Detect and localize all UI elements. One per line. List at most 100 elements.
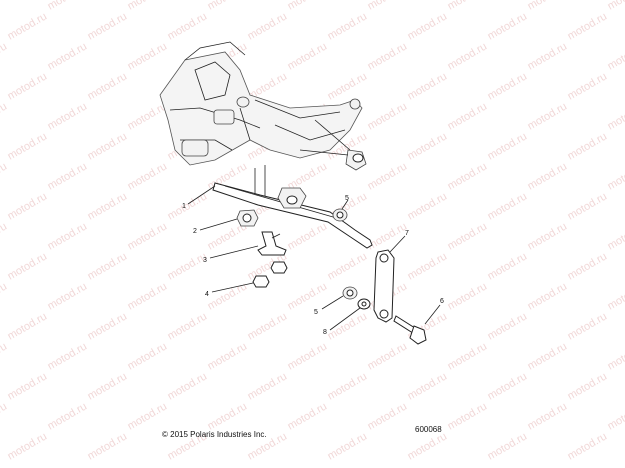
watermark-text: motod.ru <box>286 340 330 372</box>
watermark-text: motod.ru <box>246 370 290 402</box>
watermark-text: motod.ru <box>86 10 130 42</box>
watermark-text: motod.ru <box>86 310 130 342</box>
watermark-text: motod.ru <box>406 10 450 42</box>
watermark-text: motod.ru <box>606 100 625 132</box>
diagram-number: 600068 <box>415 425 442 434</box>
watermark-text: motod.ru <box>166 190 210 222</box>
watermark-text: motod.ru <box>486 430 530 462</box>
watermark-text: motod.ru <box>46 0 90 13</box>
watermark-text: motod.ru <box>326 370 370 402</box>
watermark-text: motod.ru <box>566 430 610 462</box>
watermark-text: motod.ru <box>406 70 450 102</box>
watermark-text: motod.ru <box>246 10 290 42</box>
watermark-text: motod.ru <box>566 10 610 42</box>
watermark-text: motod.ru <box>406 370 450 402</box>
watermark-text: motod.ru <box>526 40 570 72</box>
bushing-upper <box>277 187 307 209</box>
watermark-text: motod.ru <box>6 310 50 342</box>
watermark-text: motod.ru <box>606 220 625 252</box>
watermark-text: motod.ru <box>326 310 370 342</box>
watermark-text: motod.ru <box>6 130 50 162</box>
watermark-text: motod.ru <box>566 190 610 222</box>
callout-6: 6 <box>440 298 444 305</box>
watermark-text: motod.ru <box>246 310 290 342</box>
watermark-text: motod.ru <box>406 430 450 462</box>
watermark-text: motod.ru <box>446 100 490 132</box>
watermark-text: motod.ru <box>126 280 170 312</box>
watermark-text: motod.ru <box>206 0 250 13</box>
watermark-text: motod.ru <box>126 400 170 432</box>
watermark-text: motod.ru <box>486 190 530 222</box>
watermark-text: motod.ru <box>0 280 9 312</box>
watermark-text: motod.ru <box>286 220 330 252</box>
watermark-text: motod.ru <box>486 130 530 162</box>
watermark-text: motod.ru <box>446 220 490 252</box>
watermark-text: motod.ru <box>526 340 570 372</box>
watermark-text: motod.ru <box>366 40 410 72</box>
watermark-text: motod.ru <box>46 220 90 252</box>
watermark-text: motod.ru <box>126 100 170 132</box>
watermark-text: motod.ru <box>326 70 370 102</box>
watermark-text: motod.ru <box>286 280 330 312</box>
watermark-text: motod.ru <box>0 100 9 132</box>
watermark-text: motod.ru <box>6 430 50 462</box>
watermark-text: motod.ru <box>366 0 410 13</box>
watermark-text: motod.ru <box>166 370 210 402</box>
copyright-text: © 2015 Polaris Industries Inc. <box>162 430 267 439</box>
watermark-text: motod.ru <box>526 280 570 312</box>
watermark-text: motod.ru <box>126 160 170 192</box>
callout-4: 4 <box>205 291 209 298</box>
watermark-text: motod.ru <box>526 100 570 132</box>
watermark-text: motod.ru <box>0 160 9 192</box>
callout-1: 1 <box>182 203 186 210</box>
watermark-text: motod.ru <box>6 70 50 102</box>
watermark-text: motod.ru <box>446 40 490 72</box>
watermark-text: motod.ru <box>566 70 610 102</box>
watermark-text: motod.ru <box>166 310 210 342</box>
watermark-text: motod.ru <box>526 160 570 192</box>
watermark-text: motod.ru <box>446 400 490 432</box>
watermark-text: motod.ru <box>366 100 410 132</box>
watermark-text: motod.ru <box>86 430 130 462</box>
watermark-text: motod.ru <box>326 250 370 282</box>
link-bushing-upper <box>332 208 348 222</box>
leader-lines <box>187 185 441 331</box>
washer <box>357 298 371 310</box>
watermark-text: motod.ru <box>46 160 90 192</box>
watermark-text: motod.ru <box>0 0 9 13</box>
watermark-text: motod.ru <box>0 220 9 252</box>
watermark-text: motod.ru <box>606 280 625 312</box>
watermark-text: motod.ru <box>406 190 450 222</box>
watermark-text: motod.ru <box>606 40 625 72</box>
watermark-text: motod.ru <box>526 220 570 252</box>
stabilizer-link <box>373 249 395 323</box>
watermark-text: motod.ru <box>86 130 130 162</box>
watermark-text: motod.ru <box>0 40 9 72</box>
bushing <box>236 209 259 227</box>
watermark-text: motod.ru <box>126 40 170 72</box>
watermark-text: motod.ru <box>366 160 410 192</box>
vehicle-frame <box>159 41 367 171</box>
watermark-text: motod.ru <box>566 250 610 282</box>
callout-8: 8 <box>323 329 327 336</box>
watermark-text: motod.ru <box>526 0 570 13</box>
watermark-text: motod.ru <box>326 10 370 42</box>
watermark-text: motod.ru <box>366 400 410 432</box>
watermark-text: motod.ru <box>46 100 90 132</box>
watermark-text: motod.ru <box>606 160 625 192</box>
watermark-text: motod.ru <box>366 340 410 372</box>
watermark-text: motod.ru <box>6 370 50 402</box>
watermark-text: motod.ru <box>606 340 625 372</box>
watermark-text: motod.ru <box>126 0 170 13</box>
watermark-text: motod.ru <box>486 10 530 42</box>
watermark-text: motod.ru <box>406 130 450 162</box>
watermark-text: motod.ru <box>446 280 490 312</box>
watermark-text: motod.ru <box>566 310 610 342</box>
watermark-text: motod.ru <box>366 220 410 252</box>
watermark-text: motod.ru <box>6 190 50 222</box>
link-bolt <box>393 315 427 345</box>
watermark-text: motod.ru <box>446 340 490 372</box>
watermark-text: motod.ru <box>606 400 625 432</box>
